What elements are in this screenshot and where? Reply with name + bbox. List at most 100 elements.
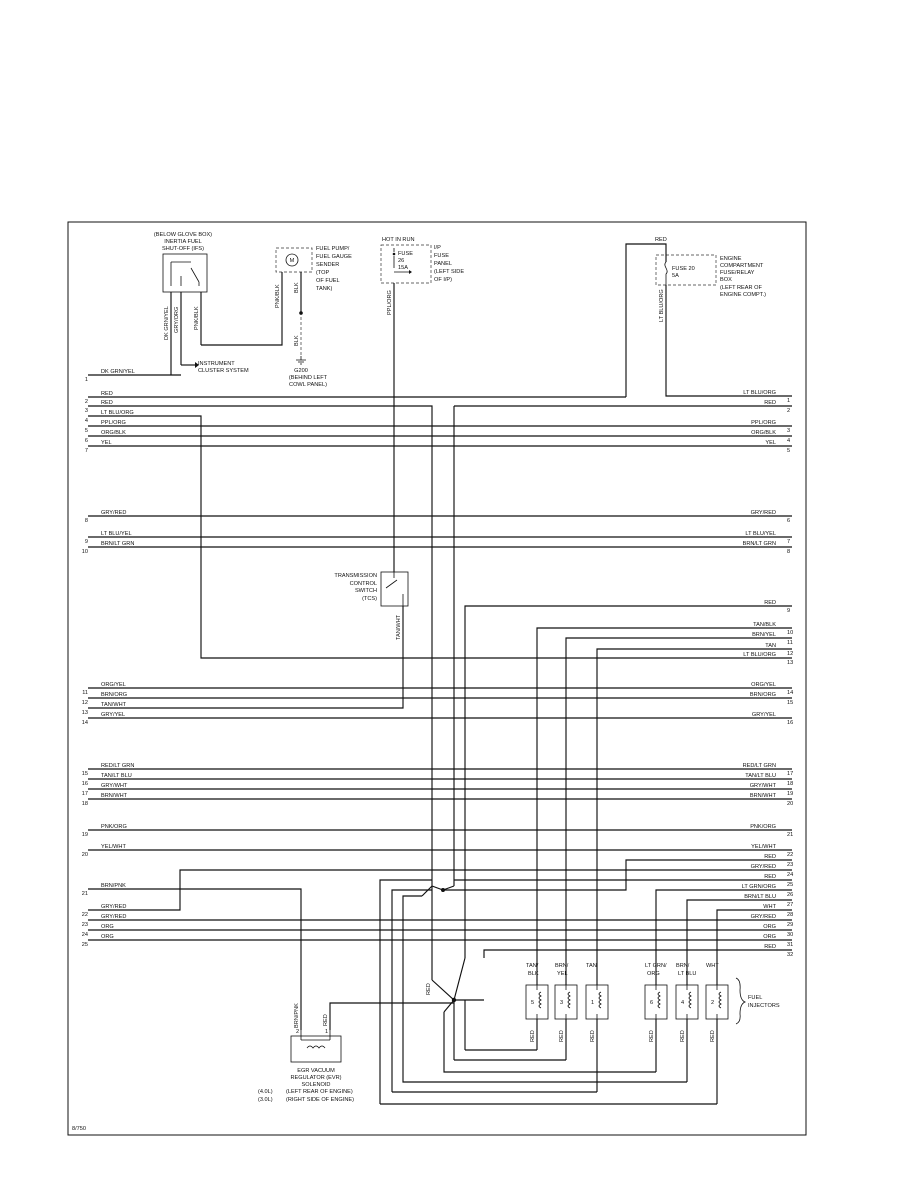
tcs-wire: TAN/WHT — [396, 614, 402, 640]
injectors-bracket — [735, 977, 747, 1025]
wire-tan — [596, 648, 792, 985]
left-pin-number: 17 — [82, 791, 88, 797]
left-wire-label: ORG/BLK — [101, 430, 126, 436]
left-pin-number: 2 — [85, 399, 88, 405]
right-pin-number: 22 — [787, 852, 793, 858]
engine-fuse-line-1: FUSE 20 — [672, 266, 695, 272]
fuel-pump-line-2: FUEL GAUGE — [316, 254, 352, 260]
inertia-fuel-shutoff: (BELOW GLOVE BOX) INERTIA FUEL SHUT-OFF … — [154, 232, 249, 375]
fuel-pump-line-5: OF FUEL — [316, 278, 340, 284]
left-pin-number: 1 — [85, 377, 88, 383]
splice-icon — [299, 311, 303, 315]
egr-box — [290, 1035, 342, 1063]
left-wire-label: YEL/WHT — [101, 844, 126, 850]
ifs-wire-gryorg: GRY/ORG — [174, 307, 180, 333]
engine-fuse-top-wire: RED — [655, 237, 667, 243]
left-wire-label: BRN/ORG — [101, 692, 127, 698]
ifs-box — [162, 253, 208, 293]
fuse-terminal-icon — [392, 252, 396, 256]
engine-fuse-line-2: 5A — [672, 273, 679, 279]
cluster-label-line-1: INSTRUMENT — [198, 361, 235, 367]
right-wire-label: LT GRN/ORG — [742, 884, 776, 890]
right-wire-label: GRY/YEL — [752, 712, 776, 718]
right-pin-number: 11 — [787, 640, 793, 646]
wire-tanblk — [536, 627, 792, 985]
left-wire-label: BRN/PNK — [101, 883, 126, 889]
left-wire-label: ORG — [101, 934, 114, 940]
tanwht-wire — [88, 606, 404, 709]
left-pin-number: 11 — [82, 690, 88, 696]
injector-body — [585, 984, 609, 1020]
ifs-label-line-3: SHUT-OFF (IFS) — [162, 246, 204, 252]
ifs-label-line-2: INERTIA FUEL — [164, 239, 202, 245]
left-pin-number: 10 — [82, 549, 88, 555]
injector-number: 4 — [681, 1000, 684, 1006]
right-wire-label: PPL/ORG — [751, 420, 776, 426]
right-wire-label: LT BLU/YEL — [745, 531, 776, 537]
fuel-injectors-label-1: FUEL — [748, 995, 762, 1001]
wire-red-loop-mid — [391, 889, 432, 1092]
wire-brnyel — [565, 637, 792, 985]
injector-body — [554, 984, 578, 1020]
right-pin-number: 4 — [787, 438, 790, 444]
wire-red-loop-6 — [443, 1012, 656, 1073]
right-wire-label: GRY/WHT — [750, 783, 777, 789]
tcs-line-1: TRANSMISSION — [334, 573, 377, 579]
right-wire-label: ORG/BLK — [751, 430, 776, 436]
ip-panel-line-5: OF I/P) — [434, 277, 452, 283]
left-pin-number: 15 — [82, 771, 88, 777]
injector-body — [705, 984, 729, 1020]
left-pin-number: 16 — [82, 781, 88, 787]
left-wire-label: GRY/YEL — [101, 712, 125, 718]
right-pin-number: 9 — [787, 608, 790, 614]
left-wire-label: ORG — [101, 924, 114, 930]
right-wire-label: RED — [764, 400, 776, 406]
injector-wire-color-2: ORG — [647, 971, 660, 977]
fuel-pump-box — [275, 247, 313, 273]
pnkblk-wire — [201, 272, 283, 346]
right-pin-number: 10 — [787, 630, 793, 636]
right-wire-label: YEL/WHT — [751, 844, 776, 850]
wire-red-32 — [483, 949, 792, 958]
left-wire-label: DK GRN/YEL — [101, 369, 135, 375]
left-pin-number: 22 — [82, 912, 88, 918]
left-wire-label: ORG/YEL — [101, 682, 126, 688]
ifs-wire-pnkblk: PNK/BLK — [194, 306, 200, 330]
ifs-wires — [170, 292, 202, 375]
left-pin-number: 24 — [82, 932, 88, 938]
page-id: 8/750 — [72, 1126, 86, 1132]
hot-in-run-label: HOT IN RUN — [382, 237, 415, 243]
right-pin-number: 16 — [787, 720, 793, 726]
engine-box-line-5: (LEFT REAR OF — [720, 285, 762, 291]
fuel-pump-line-6: TANK) — [316, 286, 333, 292]
right-pin-number: 2 — [787, 408, 790, 414]
left-wire-label: LT BLU/ORG — [101, 410, 134, 416]
right-pin-number: 7 — [787, 539, 790, 545]
tcs-line-3: SWITCH — [355, 588, 377, 594]
right-wire-label: WHT — [763, 904, 776, 910]
right-pin-number: 24 — [787, 872, 793, 878]
ifs-switch-symbol — [170, 261, 200, 286]
right-wire-label: TAN/BLK — [753, 622, 776, 628]
ip-fuse-panel: HOT IN RUN FUSE 26 15A I/P FUSE PANEL (L… — [380, 237, 464, 572]
fuel-pump-line-4: (TOP — [316, 270, 330, 276]
right-wire-label: GRY/RED — [751, 510, 776, 516]
diagram-frame — [67, 221, 807, 1136]
injector-wire-color: LT GRN/ — [645, 963, 667, 969]
engine-compartment-fuse: RED FUSE 20 5A ENGINE COMPARTMENT FUSE/R… — [625, 237, 792, 397]
right-pin-number: 32 — [787, 952, 793, 958]
right-pin-number: 21 — [787, 832, 793, 838]
fuse-20-symbol — [664, 261, 668, 285]
right-wire-label: BRN/YEL — [752, 632, 776, 638]
egr-wire-brnpnk: BRN/PNK — [294, 1003, 300, 1028]
injector-wire-color-2: LT BLU — [678, 971, 696, 977]
right-wire-label: RED — [764, 874, 776, 880]
right-wire-label: ORG — [763, 934, 776, 940]
injector-coil-icon — [536, 985, 542, 1019]
left-wire-label: GRY/RED — [101, 904, 126, 910]
motor-symbol: M — [290, 258, 295, 264]
right-wire-label: YEL — [765, 440, 776, 446]
